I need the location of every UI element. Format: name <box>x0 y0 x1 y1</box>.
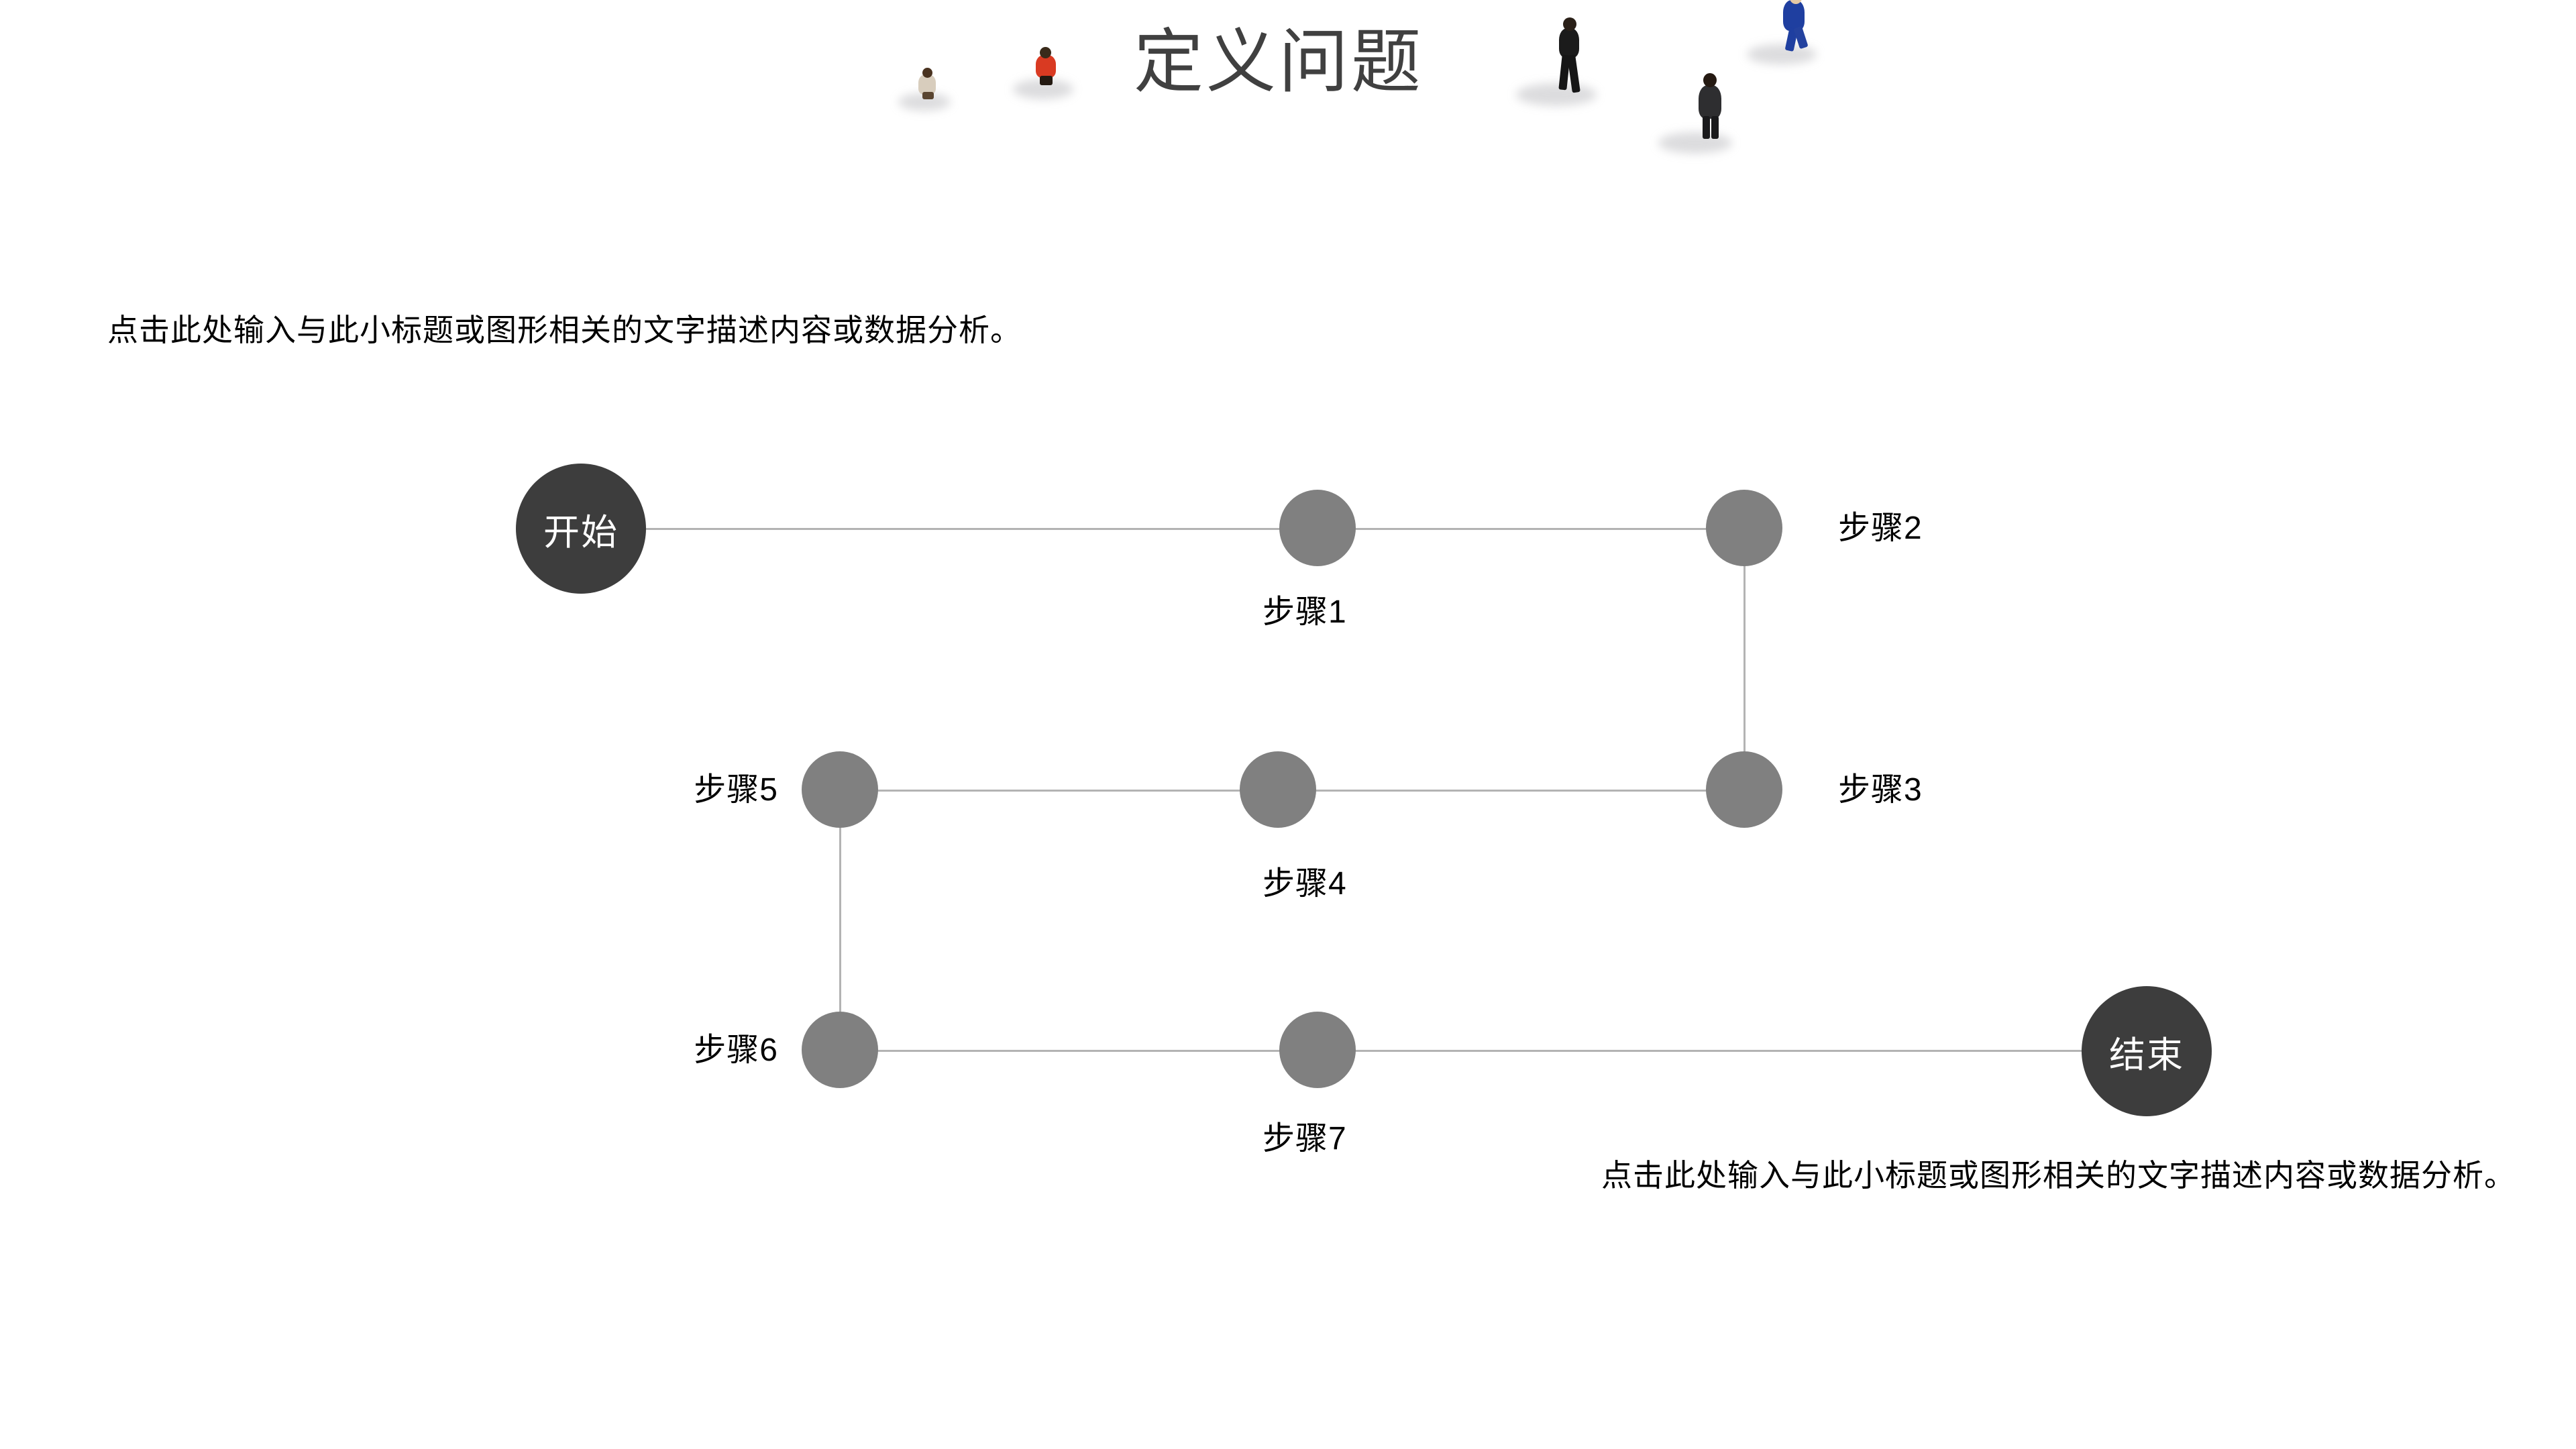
description-paragraph-left: 点击此处输入与此小标题或图形相关的文字描述内容或数据分析。 <box>107 313 1022 347</box>
flow-node-step6[interactable] <box>802 1012 878 1088</box>
connector-step1-to-step2 <box>1318 528 1747 530</box>
flow-node-step4-label: 步骤4 <box>1263 866 1347 902</box>
flow-node-step3[interactable] <box>1706 751 1782 828</box>
connector-step5-to-step6 <box>839 790 841 1051</box>
connector-step3-to-step4 <box>1278 790 1746 792</box>
flow-node-start-label: 开始 <box>543 512 619 553</box>
flow-node-step4[interactable] <box>1240 751 1316 828</box>
connector-step2-to-step3 <box>1743 528 1746 791</box>
flow-node-step2-label: 步骤2 <box>1838 511 1923 546</box>
flow-node-step3-label: 步骤3 <box>1838 772 1923 808</box>
flow-node-end-label: 结束 <box>2109 1034 2184 1075</box>
flow-node-step1-label: 步骤1 <box>1263 594 1347 630</box>
flow-node-step5[interactable] <box>802 751 878 828</box>
flow-node-step1[interactable] <box>1279 490 1356 566</box>
connector-step6-to-step7 <box>840 1050 1318 1052</box>
flow-node-step7-label: 步骤7 <box>1263 1121 1347 1157</box>
flow-node-step2[interactable] <box>1706 490 1782 566</box>
flow-node-step5-label: 步骤5 <box>694 772 778 808</box>
description-paragraph-right: 点击此处输入与此小标题或图形相关的文字描述内容或数据分析。 <box>1601 1158 2516 1193</box>
flow-node-step6-label: 步骤6 <box>694 1032 778 1068</box>
page-title: 定义问题 <box>1134 23 1424 101</box>
connector-step4-to-step5 <box>840 790 1279 792</box>
flow-node-start[interactable]: 开始 <box>516 464 646 594</box>
title-block: 定义问题 <box>1134 12 1483 119</box>
flow-node-end[interactable]: 结束 <box>2082 986 2212 1116</box>
connector-start-to-step1 <box>644 528 1322 530</box>
connector-step7-to-end <box>1318 1050 2082 1052</box>
flow-node-step7[interactable] <box>1279 1012 1356 1088</box>
